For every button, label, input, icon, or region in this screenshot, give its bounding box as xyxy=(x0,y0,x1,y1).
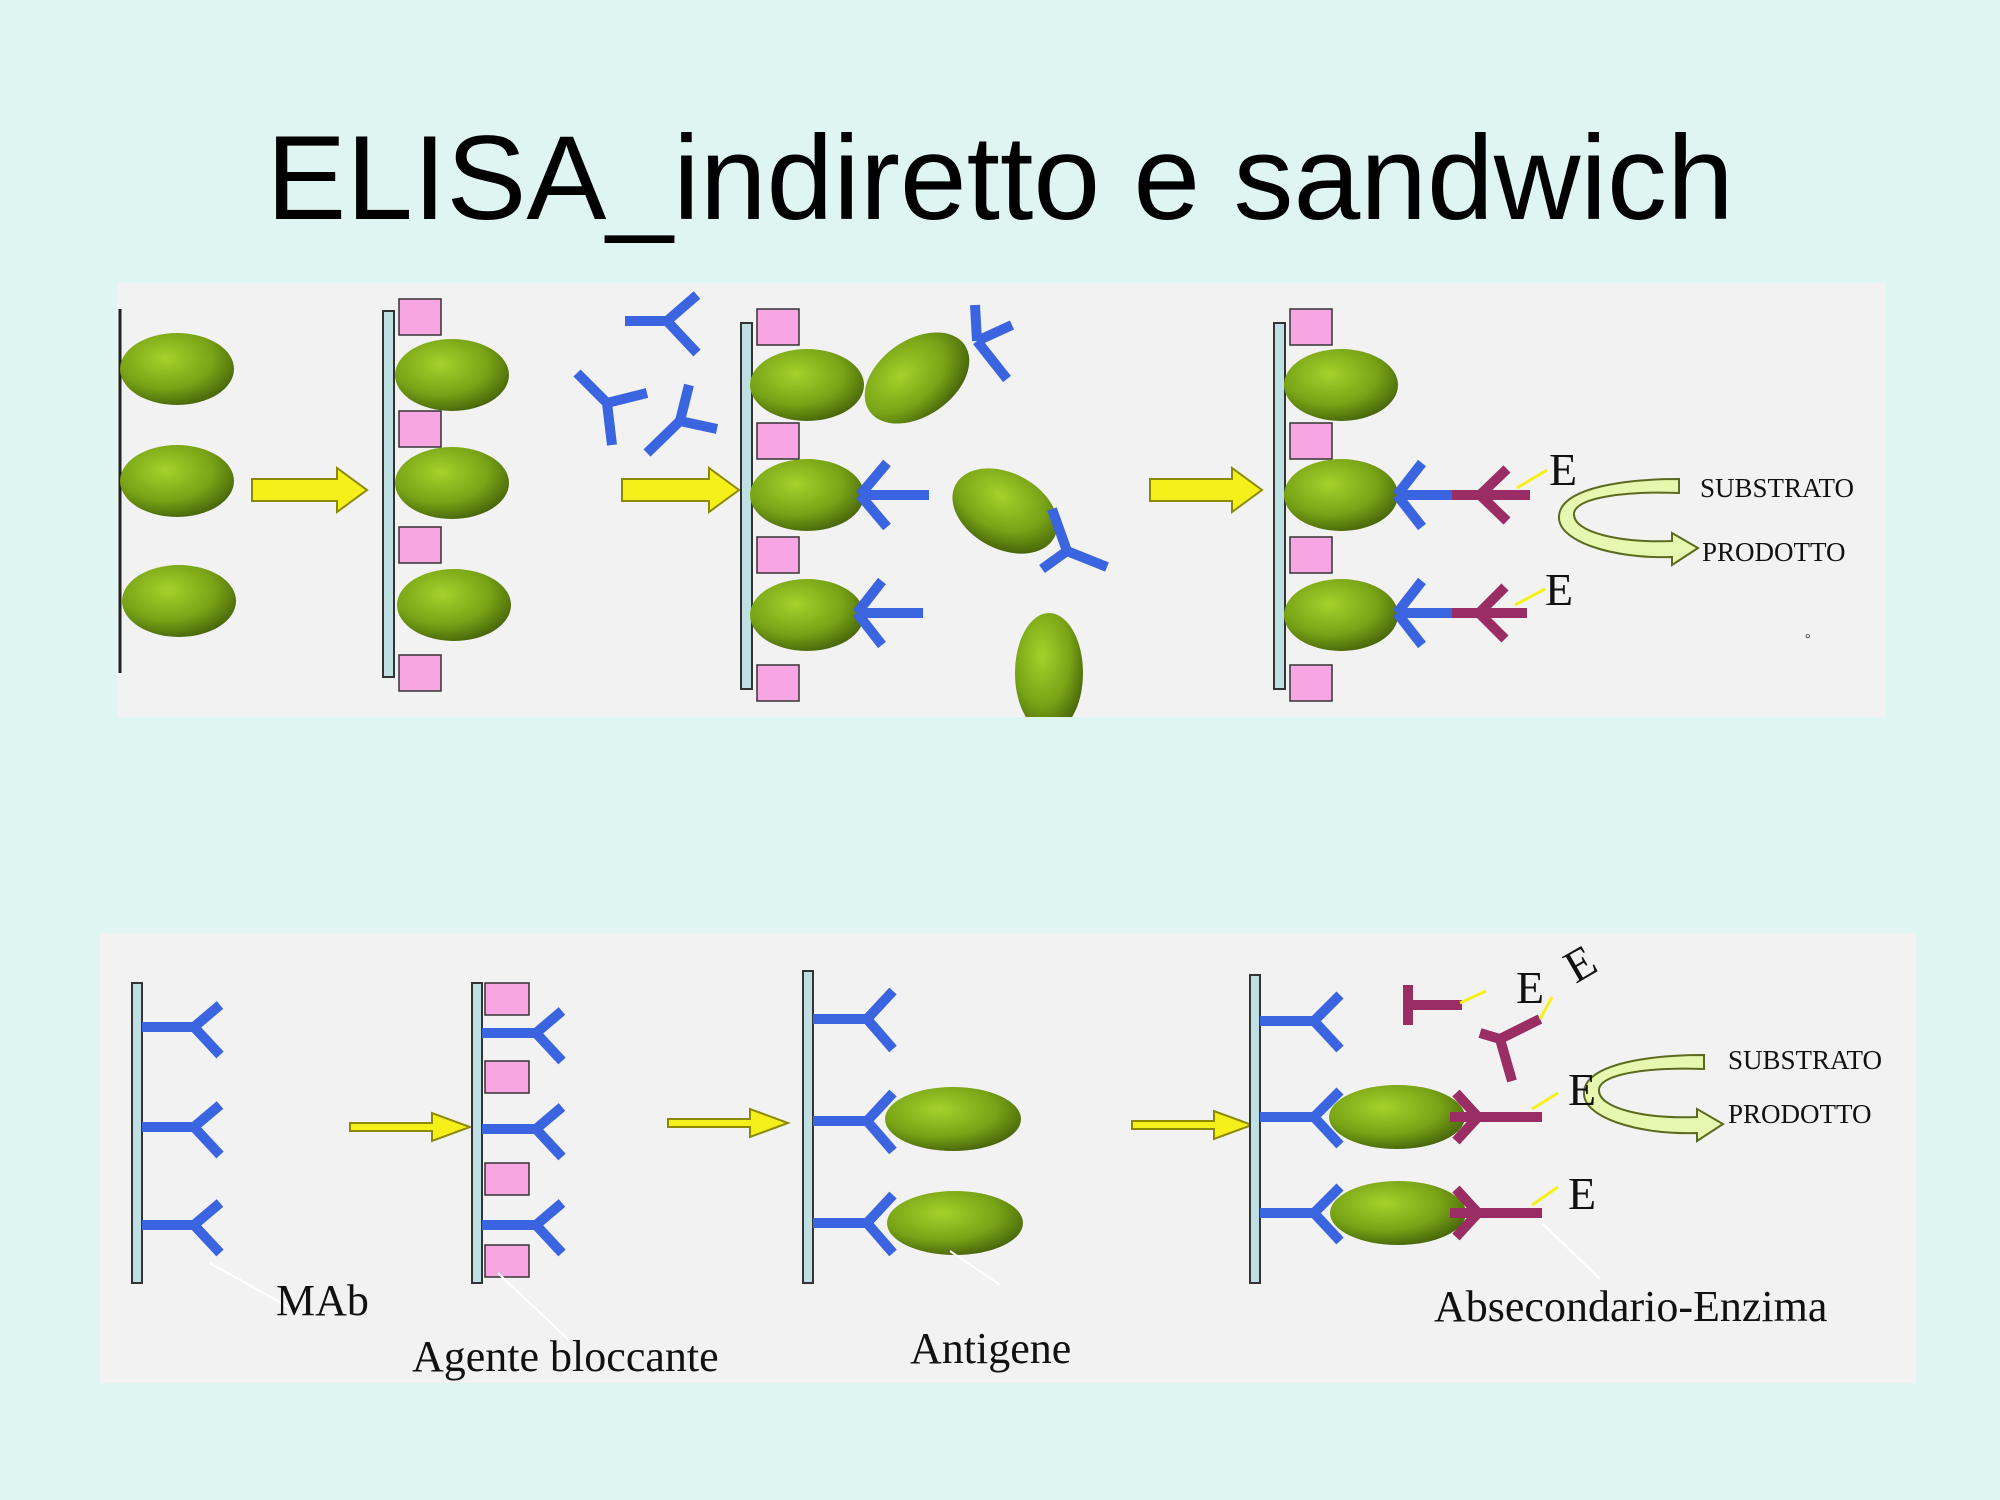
antigen xyxy=(1284,459,1398,531)
antigen xyxy=(887,1191,1023,1255)
arrow-right-icon xyxy=(1149,466,1264,514)
antigen xyxy=(1329,1085,1465,1149)
blocking-agent xyxy=(398,654,442,692)
primary-antibody xyxy=(856,459,929,531)
product-label: PRODOTTO xyxy=(1728,1099,1872,1129)
blocking-agent xyxy=(1289,664,1333,702)
sandwich-elisa-diagram xyxy=(131,970,1725,1342)
arrow-right-icon xyxy=(667,1107,791,1139)
antigen xyxy=(395,339,509,411)
antigen xyxy=(750,349,864,421)
label-blocking-agent: Agente bloccante xyxy=(412,1332,719,1381)
enzyme-label: E xyxy=(1568,1064,1597,1115)
antigen xyxy=(885,1087,1021,1151)
antigen xyxy=(1284,579,1398,651)
antigen xyxy=(864,332,970,424)
secondary-antibody xyxy=(1403,985,1543,1241)
capture-antibody xyxy=(813,987,897,1257)
label-mab: MAb xyxy=(276,1276,369,1325)
capture-antibody xyxy=(482,1007,566,1257)
blocking-agent xyxy=(1289,536,1333,574)
blocking-agent xyxy=(756,422,800,460)
antigen xyxy=(1284,349,1398,421)
primary-antibody xyxy=(1393,459,1457,531)
blocking-agent xyxy=(398,410,442,448)
primary-antibody xyxy=(853,577,923,649)
slide-title: ELISA_indiretto e sandwich xyxy=(266,111,1734,245)
blocking-agent xyxy=(1289,422,1333,460)
antigen xyxy=(120,333,234,405)
blocking-agent xyxy=(484,1162,530,1196)
antigen xyxy=(750,459,864,531)
arrow-right-icon xyxy=(621,466,741,514)
indirect-elisa-panel: ° E E SUBSTRATO PRODOTTO xyxy=(117,283,1885,717)
blocking-agent xyxy=(484,1244,530,1278)
enzyme-label: E xyxy=(1545,564,1574,615)
sandwich-elisa-panel: E E E E SUBSTRATO PRODOTTO MAb Agente bl… xyxy=(100,933,1916,1383)
substrate-label: SUBSTRATO xyxy=(1728,1045,1883,1075)
secondary-antibody xyxy=(1452,465,1530,525)
antigen xyxy=(1330,1181,1466,1245)
blocking-agent xyxy=(398,298,442,336)
primary-antibody xyxy=(643,383,719,457)
substrate-label: SUBSTRATO xyxy=(1700,473,1855,503)
plate-well xyxy=(1249,974,1261,1284)
primary-antibody xyxy=(1039,507,1109,574)
primary-antibody xyxy=(1393,577,1457,649)
enzyme-label: E xyxy=(1568,1168,1597,1219)
plate-well xyxy=(802,970,814,1284)
primary-antibody xyxy=(625,291,701,357)
plate-well xyxy=(740,322,753,690)
arrow-right-icon xyxy=(251,466,369,514)
label-antigen: Antigene xyxy=(910,1324,1072,1373)
antigen xyxy=(395,447,509,519)
product-label: PRODOTTO xyxy=(1702,537,1846,567)
plate-well xyxy=(1273,322,1286,690)
blocking-agent xyxy=(484,982,530,1016)
arrow-right-icon xyxy=(1131,1109,1255,1141)
blocking-agent xyxy=(756,308,800,346)
blocking-agent xyxy=(1289,308,1333,346)
label-secondary-antibody-enzyme: Absecondario-Enzima xyxy=(1434,1282,1828,1331)
antigen xyxy=(1015,613,1083,717)
substrate-cycle-arrow-icon xyxy=(1557,477,1700,567)
antigen xyxy=(120,445,234,517)
arrow-right-icon xyxy=(349,1111,473,1143)
indirect-elisa-diagram: ° xyxy=(118,291,1811,717)
primary-antibody xyxy=(573,369,649,446)
capture-antibody xyxy=(1260,991,1344,1245)
blocking-agent xyxy=(756,536,800,574)
antigen xyxy=(122,565,236,637)
capture-antibody xyxy=(142,1001,224,1257)
plate-well xyxy=(382,310,395,678)
primary-antibody xyxy=(970,304,1015,383)
substrate-cycle-arrow-icon xyxy=(1582,1053,1725,1143)
antigen xyxy=(750,579,864,651)
blocking-agent xyxy=(756,664,800,702)
enzyme-label: E xyxy=(1516,962,1545,1013)
plate-well xyxy=(471,982,483,1284)
blocking-agent xyxy=(398,526,442,564)
svg-text:°: ° xyxy=(1805,632,1811,647)
blocking-agent xyxy=(484,1060,530,1094)
enzyme-label: E xyxy=(1549,444,1578,495)
plate-well xyxy=(131,982,143,1284)
antigen xyxy=(952,468,1058,554)
antigen xyxy=(397,569,511,641)
secondary-antibody xyxy=(1452,583,1527,643)
